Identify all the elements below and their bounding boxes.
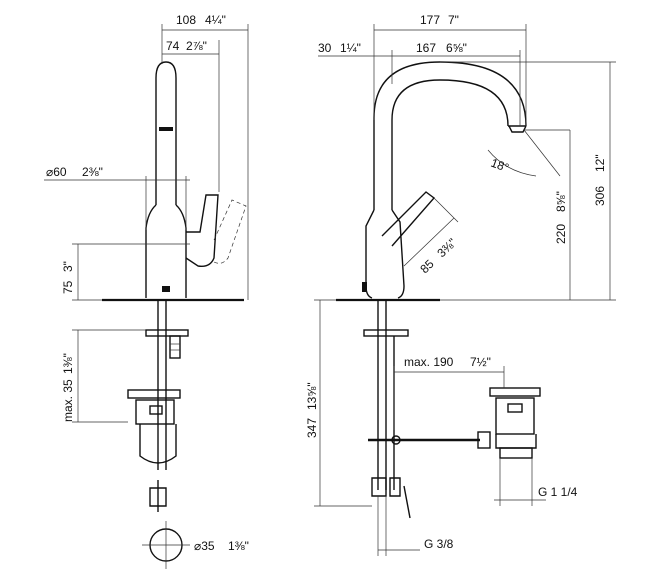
dim-220-inch: 8⅝" bbox=[554, 191, 568, 212]
dim-max35-inch: 1⅜" bbox=[61, 353, 75, 374]
dim-max190-label: max. 190 bbox=[404, 355, 454, 369]
dim-177-label: 177 bbox=[420, 13, 440, 27]
dim-max35-label: max. 35 bbox=[61, 379, 75, 422]
dim-g38-label: G 3/8 bbox=[424, 537, 454, 551]
dim-306: 306 12" bbox=[440, 61, 616, 301]
side-drain-knob bbox=[162, 286, 170, 292]
dim-35: ⌀35 1⅜" bbox=[194, 539, 249, 553]
side-view: 108 4¼" 74 2⅞" ⌀60 2⅜" 75 3" bbox=[44, 13, 249, 569]
front-spout-tip bbox=[508, 125, 527, 133]
dim-74: 74 2⅞" bbox=[162, 39, 220, 192]
front-fixing bbox=[363, 300, 480, 519]
dim-max190: max. 190 7½" bbox=[393, 355, 505, 430]
dim-220-label: 220 bbox=[554, 224, 568, 244]
dim-167-inch: 6⅝" bbox=[446, 41, 467, 55]
dim-306-inch: 12" bbox=[593, 154, 607, 172]
dim-60: ⌀60 2⅜" bbox=[44, 165, 190, 230]
front-drain-knob bbox=[362, 282, 367, 292]
dim-177: 177 7" bbox=[373, 13, 527, 126]
dim-35-inch: 1⅜" bbox=[228, 539, 249, 553]
dim-30: 30 1¼" bbox=[318, 41, 393, 84]
dim-347-label: 347 bbox=[305, 418, 319, 438]
side-lever bbox=[185, 194, 219, 268]
front-view: 177 7" 30 1¼" 167 6⅝" 18° 30 bbox=[305, 13, 616, 556]
dim-max190-inch: 7½" bbox=[470, 355, 491, 369]
dim-306-label: 306 bbox=[593, 186, 607, 206]
dim-g114-label: G 1 1/4 bbox=[538, 485, 578, 499]
dim-177-inch: 7" bbox=[448, 13, 459, 27]
front-spout-outer bbox=[373, 61, 527, 210]
dim-60-inch: 2⅜" bbox=[82, 165, 103, 179]
dim-75-inch: 3" bbox=[61, 261, 75, 272]
dim-108: 108 4¼" bbox=[161, 13, 249, 300]
dim-85-label: 85 bbox=[417, 257, 437, 277]
dim-108-label: 108 bbox=[176, 13, 196, 27]
dim-167: 167 6⅝" bbox=[392, 41, 521, 126]
dim-35-label: ⌀35 bbox=[194, 539, 215, 553]
side-lever-alt bbox=[213, 199, 247, 264]
front-body bbox=[365, 209, 405, 299]
dim-60-label: ⌀60 bbox=[46, 165, 67, 179]
dim-85-inch: 3⅜" bbox=[434, 236, 459, 261]
side-fixing bbox=[145, 300, 189, 470]
dim-30-inch: 1¼" bbox=[340, 41, 361, 55]
dim-85: 85 3⅜" bbox=[403, 197, 459, 277]
dim-74-label: 74 bbox=[166, 39, 180, 53]
dim-75: 75 3" bbox=[61, 243, 190, 301]
side-plan-circle bbox=[142, 521, 190, 569]
dim-18deg: 18° bbox=[487, 129, 570, 177]
dim-108-inch: 4¼" bbox=[205, 13, 226, 27]
dim-g114: G 1 1/4 bbox=[494, 458, 578, 506]
dim-g38: G 3/8 bbox=[377, 496, 454, 556]
dim-18deg-label: 18° bbox=[489, 156, 511, 175]
dim-347-inch: 13⅝" bbox=[305, 382, 319, 410]
dim-347: 347 13⅝" bbox=[305, 299, 372, 507]
front-waste bbox=[477, 387, 541, 459]
front-spout-inner bbox=[391, 79, 509, 210]
dim-75-label: 75 bbox=[61, 280, 75, 294]
side-aerator bbox=[159, 127, 173, 131]
front-lever bbox=[381, 191, 436, 247]
dim-167-label: 167 bbox=[416, 41, 436, 55]
dim-30-label: 30 bbox=[318, 41, 332, 55]
dim-max35: max. 35 1⅜" bbox=[61, 329, 146, 423]
dim-74-inch: 2⅞" bbox=[186, 39, 207, 53]
side-waste bbox=[127, 389, 181, 512]
dim-220: 220 8⅝" bbox=[554, 130, 571, 300]
side-spout bbox=[155, 61, 177, 205]
side-body bbox=[145, 204, 187, 298]
